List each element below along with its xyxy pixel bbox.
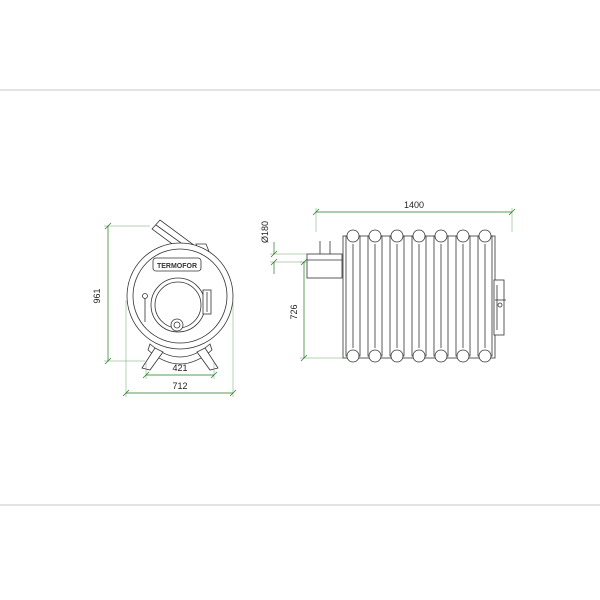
logo-text: TERMOFOR [157,263,197,270]
air-vent-knob [170,318,184,332]
dim-inner-width-label: 421 [172,363,187,373]
dimension-flue-diameter: Ø180 [260,221,307,274]
dim-height-label: 961 [92,288,102,303]
dim-flue-diameter-label: Ø180 [260,221,270,243]
sheet-frame [0,89,600,506]
dimension-length: 1400 [312,200,516,232]
convection-tubes [342,229,496,363]
tube-bottom-end [390,349,404,363]
dim-length-label: 1400 [404,200,424,210]
left-latch [142,293,148,322]
side-flue-pipe [306,241,343,279]
stove-body-inner-ring [132,248,228,344]
front-view: TERMOFOR 961 [92,219,237,397]
tube-bottom-end [478,349,492,363]
logo-plate: TERMOFOR [152,257,202,272]
dimension-flue-height: 726 [289,258,343,362]
base-legs [141,343,219,371]
tube-bottom-end [368,349,382,363]
tube-top-end [368,229,382,243]
tube-top-end [478,229,492,243]
side-view: 1400 Ø180 726 [260,200,516,363]
dim-total-width-label: 712 [172,381,187,391]
tube-top-end [390,229,404,243]
tube-bottom-end [346,349,360,363]
tube-top-end [346,229,360,243]
side-door [493,279,506,336]
door-handle [202,289,212,315]
tube-top-end [456,229,470,243]
dim-flue-height-label: 726 [289,304,299,319]
dimension-inner-width: 421 [142,362,218,379]
dimension-height: 961 [92,222,150,365]
tube-top-end [434,229,448,243]
dimension-total-width: 712 [122,300,237,397]
tube-bottom-end [434,349,448,363]
tube-bottom-end [412,349,426,363]
tube-top-end [412,229,426,243]
tube-bottom-end [456,349,470,363]
